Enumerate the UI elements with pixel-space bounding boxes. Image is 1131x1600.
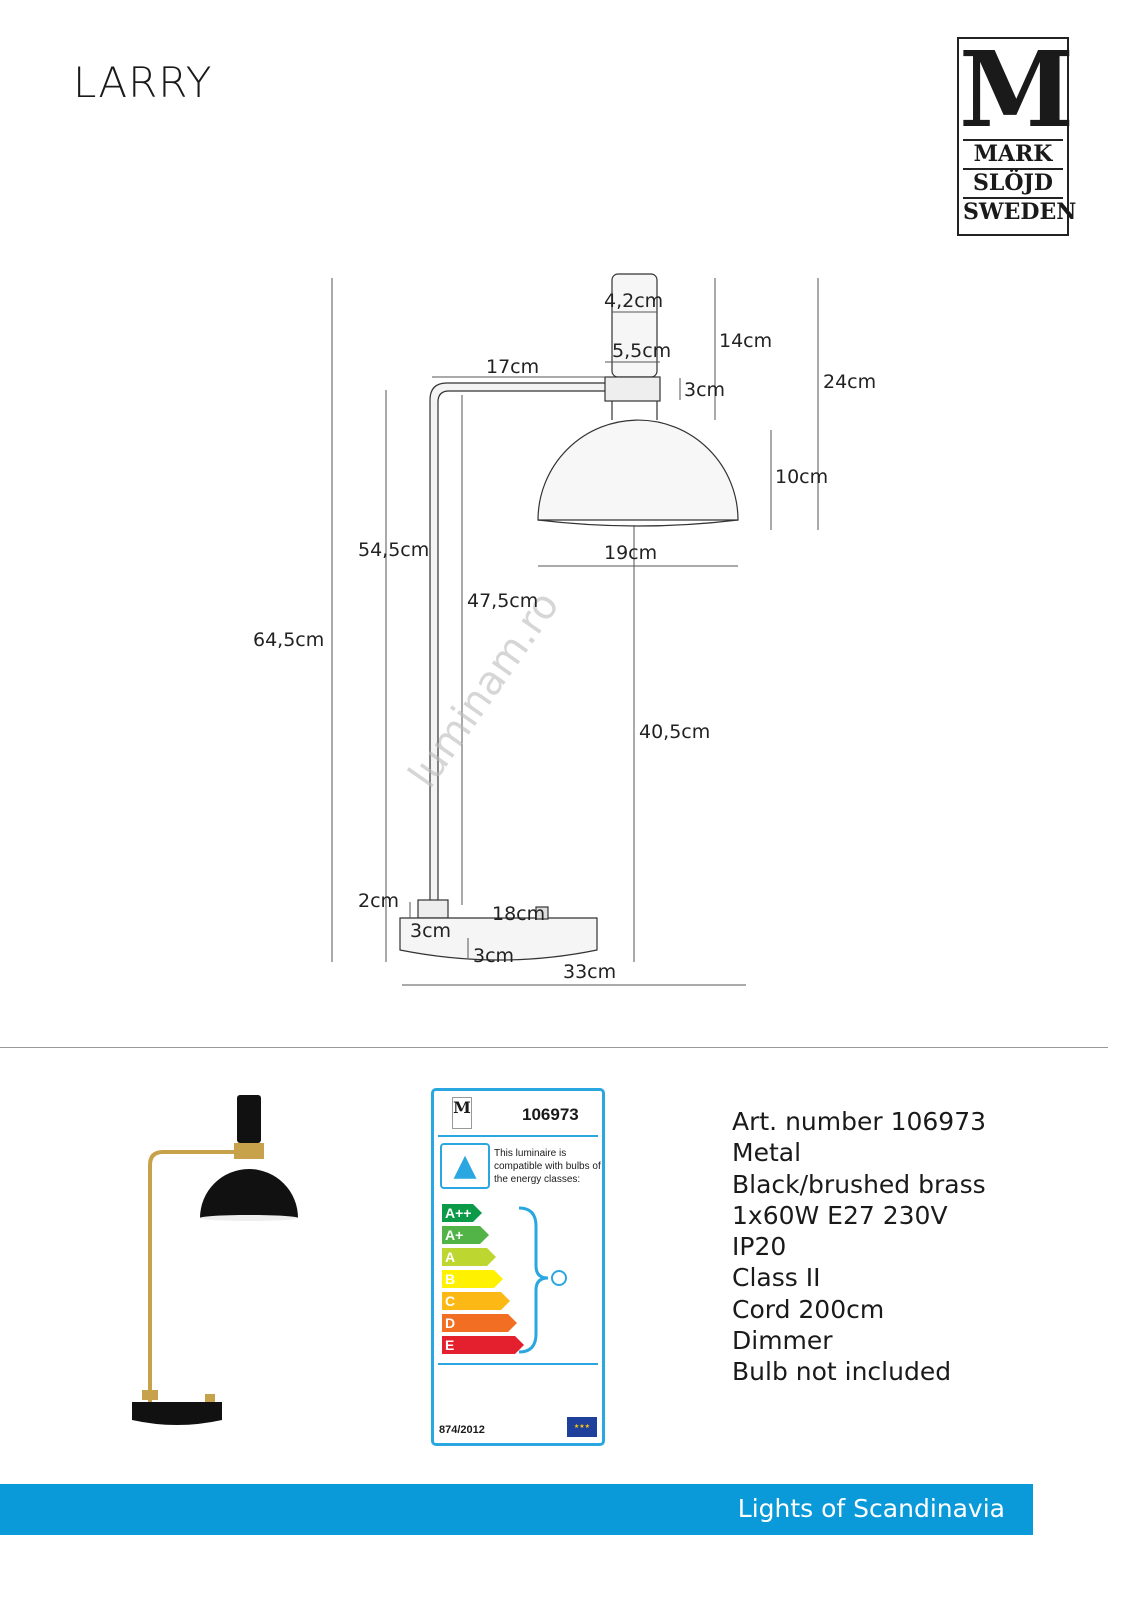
energy-class-5: D <box>442 1314 517 1332</box>
energy-logo: M <box>452 1097 472 1129</box>
lamp-icon: ▲ <box>440 1143 490 1189</box>
spec-item: Metal <box>732 1138 802 1168</box>
spec-item: Black/brushed brass <box>732 1169 986 1199</box>
spec-item: IP20 <box>732 1232 787 1262</box>
dim-label: 10cm <box>775 466 829 488</box>
spec-item: Cord 200cm <box>732 1294 885 1324</box>
eu-flag-icon: ★★★ <box>567 1417 597 1437</box>
energy-class-6: E <box>442 1336 524 1354</box>
dim-label: 54,5cm <box>358 539 430 561</box>
spec-item: Art. number 106973 <box>732 1107 987 1136</box>
dim-label: 3cm <box>410 920 452 942</box>
energy-class-1: A+ <box>442 1226 489 1244</box>
dim-label: 33cm <box>563 961 617 983</box>
logo-letter: M <box>959 28 1075 151</box>
divider <box>0 1047 1108 1048</box>
technical-drawing <box>331 273 819 986</box>
product-title: LARRY <box>73 58 213 107</box>
spec-item: Dimmer <box>732 1326 833 1356</box>
energy-article: 106973 <box>522 1105 579 1124</box>
dim-label: 47,5cm <box>467 590 539 612</box>
dim-label: 2cm <box>358 890 400 912</box>
spec-item: Class II <box>732 1263 821 1293</box>
logo-line: SLÖJD <box>963 168 1063 197</box>
energy-class-4: C <box>442 1292 510 1310</box>
dim-label: 17cm <box>486 356 540 378</box>
footer-bar: Lights of Scandinavia <box>0 1484 1033 1535</box>
dim-label: 5,5cm <box>612 340 672 362</box>
spec-item: Bulb not included <box>732 1357 952 1387</box>
dim-label: 4,2cm <box>604 290 664 312</box>
dim-label: 24cm <box>823 371 877 393</box>
logo-line: SWEDEN <box>963 197 1077 225</box>
product-photo <box>132 1095 298 1425</box>
dim-label: 14cm <box>719 330 773 352</box>
energy-class-3: B <box>442 1270 503 1288</box>
energy-label: M 106973 ▲ This luminaire is compatible … <box>431 1088 605 1446</box>
dim-label: 3cm <box>473 945 515 967</box>
logo-line: MARK <box>963 139 1063 168</box>
brand-logo: M MARK SLÖJD SWEDEN <box>957 28 1077 236</box>
bracket-bulb-icon <box>518 1206 567 1354</box>
dim-label: 18cm <box>492 903 546 925</box>
spec-item: 1x60W E27 230V <box>732 1200 948 1230</box>
dim-label: 19cm <box>604 542 658 564</box>
energy-class-2: A <box>442 1248 496 1266</box>
energy-text: This luminaire is compatible with bulbs … <box>494 1148 601 1185</box>
regulation: 874/2012 <box>439 1424 485 1436</box>
spec-list: Art. number 106973 Metal Black/brushed b… <box>732 1106 986 1388</box>
energy-class-0: A++ <box>442 1204 482 1222</box>
dim-label: 40,5cm <box>639 721 711 743</box>
footer-tagline: Lights of Scandinavia <box>737 1494 1005 1523</box>
dim-label: 3cm <box>684 379 726 401</box>
dim-label: 64,5cm <box>253 629 325 651</box>
